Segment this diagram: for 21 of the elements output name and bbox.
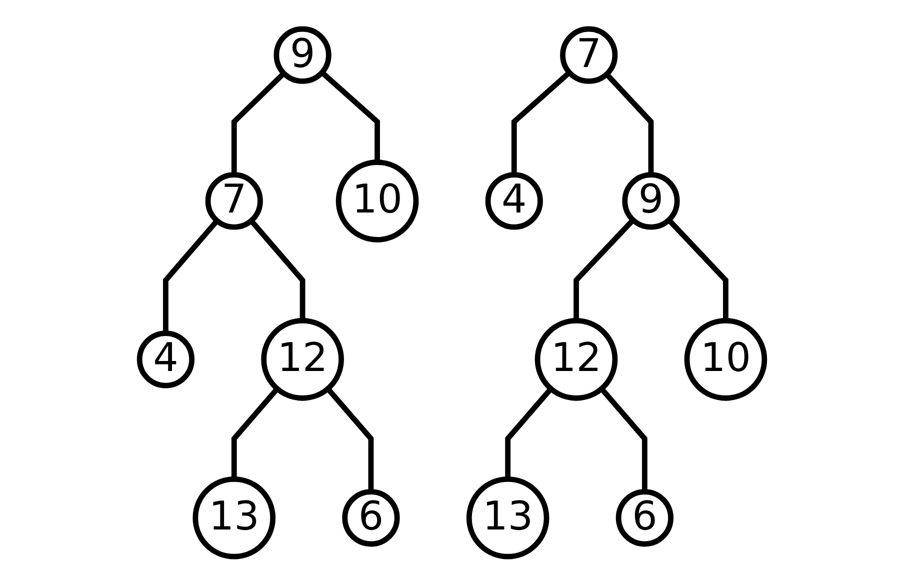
node-circle: 12 <box>534 318 618 401</box>
node-circle: 7 <box>205 172 263 230</box>
node-circle: 10 <box>336 160 419 242</box>
node-circle: 9 <box>622 172 680 230</box>
connector <box>511 70 572 175</box>
node-circle: 13 <box>192 476 276 560</box>
node-circle: 10 <box>684 318 768 401</box>
node-circle: 6 <box>342 489 400 547</box>
node-circle: 4 <box>485 172 543 230</box>
node-circle: 6 <box>616 489 674 547</box>
connector <box>600 386 648 492</box>
node-circle: 9 <box>274 26 332 84</box>
connector <box>231 71 286 175</box>
connector <box>163 218 220 334</box>
node-circle: 12 <box>261 318 344 401</box>
connector <box>604 72 654 175</box>
node-circle: 7 <box>560 26 618 84</box>
connector <box>326 386 374 492</box>
connector <box>249 218 306 321</box>
node-circle: 4 <box>136 330 194 388</box>
node-circle: 13 <box>466 476 550 560</box>
